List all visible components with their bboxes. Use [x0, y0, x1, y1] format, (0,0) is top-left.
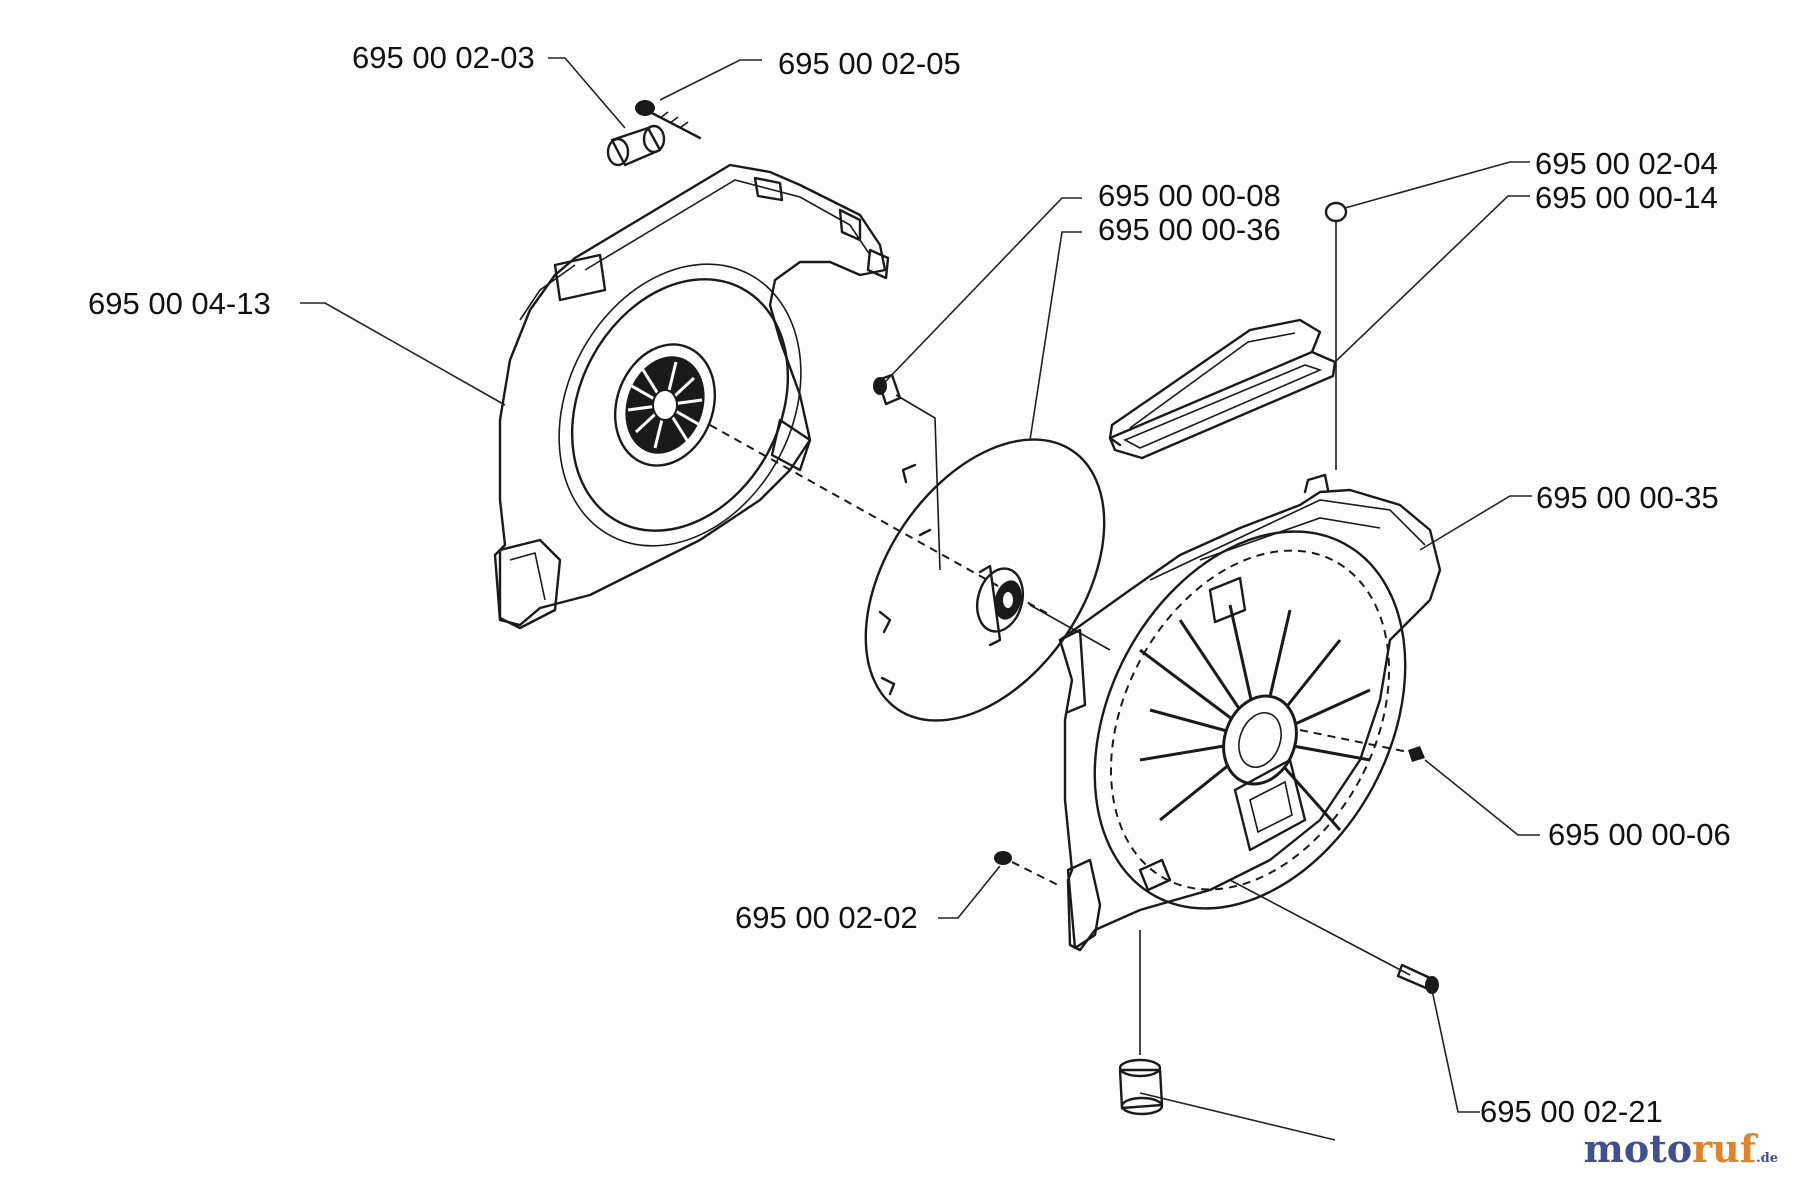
label-695-00-00-14: 695 00 00-14: [1535, 180, 1718, 215]
fan-wheel: [864, 438, 1106, 722]
bushing-top-left: [606, 124, 666, 167]
intake-cover: [1108, 318, 1337, 460]
nut-right: [1299, 729, 1425, 762]
label-695-00-02-05: 695 00 02-05: [778, 46, 961, 81]
watermark-logo: motoruf.de: [1584, 1126, 1778, 1171]
label-695-00-04-13: 695 00 04-13: [88, 286, 271, 321]
label-695-00-00-35: 695 00 00-35: [1536, 480, 1719, 515]
nut-center: [873, 373, 941, 571]
axis-line-left: [709, 424, 1051, 616]
label-695-00-02-02: 695 00 02-02: [735, 900, 918, 935]
screw-top-left: [635, 100, 702, 140]
watermark-tld: .de: [1756, 1151, 1778, 1166]
nut-lower-left: [994, 851, 1059, 886]
fan-housing-right: [1058, 473, 1442, 952]
label-695-00-02-04: 695 00 02-04: [1535, 146, 1718, 181]
part-labels: 695 00 02-03 695 00 02-05 695 00 02-04 6…: [88, 40, 1731, 1129]
label-695-00-00-06: 695 00 00-06: [1548, 817, 1731, 852]
label-695-00-00-08: 695 00 00-08: [1098, 178, 1281, 213]
bushing-bottom: [1118, 930, 1164, 1116]
label-695-00-02-03: 695 00 02-03: [352, 40, 535, 75]
screw-lower-right: [1229, 879, 1439, 994]
watermark-text-a: moto: [1583, 1126, 1693, 1171]
fan-hub: [975, 564, 1025, 647]
fan-cover-left: [493, 163, 890, 630]
leader-lines: [300, 57, 1540, 1141]
label-695-00-02-21: 695 00 02-21: [1480, 1094, 1663, 1129]
watermark-text-b: ruf: [1692, 1126, 1757, 1171]
label-695-00-00-36: 695 00 00-36: [1098, 212, 1281, 247]
screw-top-right: [1324, 201, 1348, 470]
